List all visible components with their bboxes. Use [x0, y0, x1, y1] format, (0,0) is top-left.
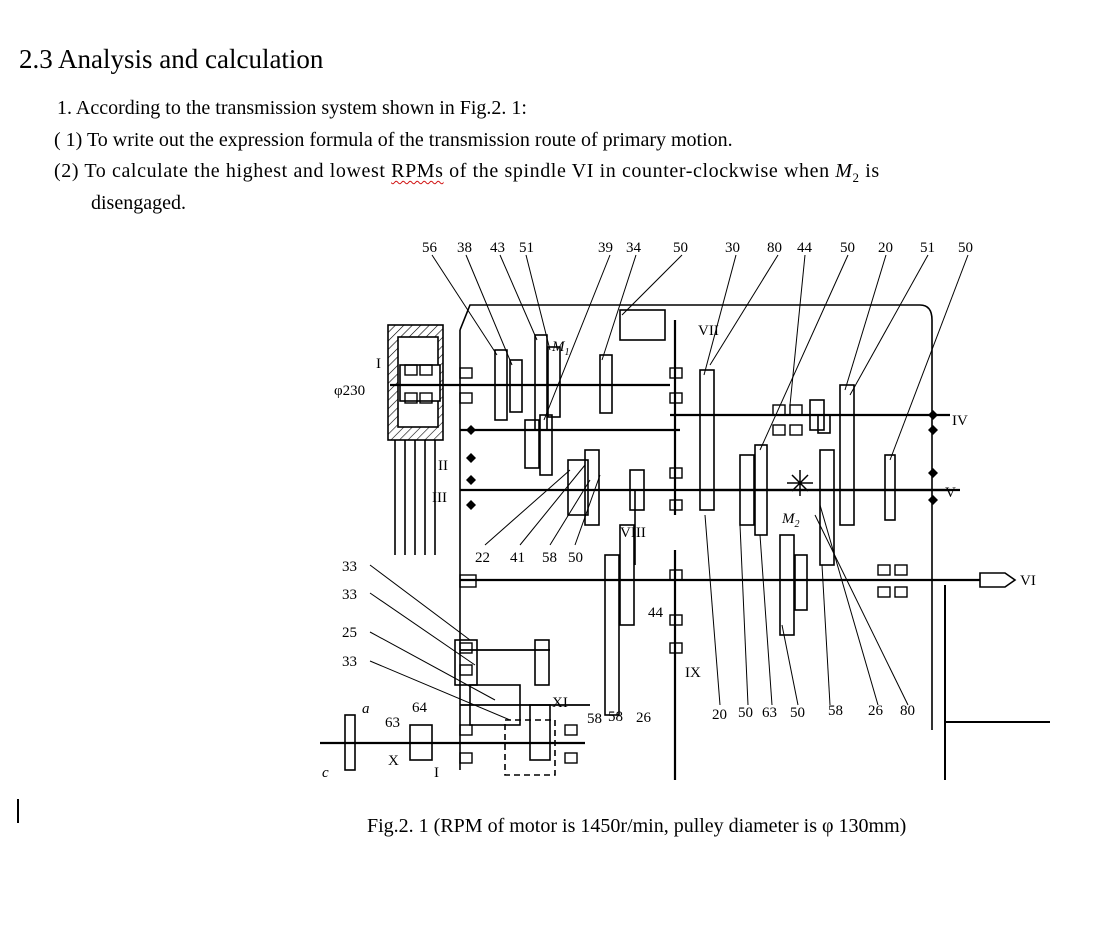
m2-symbol: M	[835, 160, 853, 182]
gear-label-top-0: 56	[422, 240, 438, 256]
gear-label-bottom-7: 63	[762, 705, 777, 721]
gear-label-top-3: 51	[519, 240, 534, 256]
gear-label-left-3: 33	[342, 654, 357, 670]
figure-caption: Fig.2. 1 (RPM of motor is 1450r/min, pul…	[367, 815, 907, 837]
gear-label-bottom-10: 26	[868, 703, 884, 719]
question-item-1-2: (2) To calculate the highest and lowest …	[54, 160, 880, 186]
shaft-label-VII: VII	[698, 323, 719, 339]
gear-label-top-5: 34	[626, 240, 642, 256]
gear-label-top-10: 50	[840, 240, 855, 256]
gear-label-bottom-0: 64	[412, 700, 428, 716]
top-gear-labels: 56 38 43 51 39 34 50 30 80 44 50 20 51 50	[422, 240, 973, 256]
clutch-M2-letter: M	[781, 511, 796, 527]
gear-label-bottom-6: 50	[738, 705, 753, 721]
gear-label-mid-0: 22	[475, 550, 490, 566]
bottom-gear-labels: 64 63 58 58 26 20 50 63 50 58 26 80	[385, 700, 915, 731]
question-item-1: 1. According to the transmission system …	[57, 97, 527, 119]
text-cursor	[17, 799, 19, 823]
clutch-M1-label: M1	[551, 339, 570, 358]
gear-label-top-11: 20	[878, 240, 893, 256]
clutch-M2-label: M2	[781, 511, 800, 530]
gear-label-bottom-11: 80	[900, 703, 915, 719]
gear-label-bottom-1: 63	[385, 715, 400, 731]
change-gear-a-label: a	[362, 701, 370, 717]
item-1-2-text-a: (2) To calculate the highest and lowest	[54, 160, 392, 182]
shaft-label-I-lower: I	[434, 765, 439, 781]
shaft-label-VIII: VIII	[620, 525, 646, 541]
gear-label-top-9: 44	[797, 240, 813, 256]
shaft-label-II: II	[438, 458, 448, 474]
gear-label-top-4: 39	[598, 240, 613, 256]
gear-label-left-0: 33	[342, 559, 357, 575]
gear-label-bottom-9: 58	[828, 703, 843, 719]
item-1-2-text-c: is	[859, 160, 880, 182]
gear-label-top-8: 80	[767, 240, 782, 256]
gear-label-bottom-3: 58	[608, 709, 623, 725]
shaft-label-IX: IX	[685, 665, 701, 681]
gear-label-top-1: 38	[457, 240, 472, 256]
shaft-label-I: I	[376, 356, 381, 372]
gear-label-mid-2: 58	[542, 550, 557, 566]
pulley-diameter-label: φ230	[334, 383, 365, 399]
shaft-label-XI: XI	[552, 695, 568, 711]
change-gear-c-label: c	[322, 765, 329, 781]
clutch-M2-sub: 2	[795, 519, 800, 530]
gear-label-mid-1: 41	[510, 550, 525, 566]
clutch-M1-letter: M	[551, 339, 566, 355]
shaft-label-VI: VI	[1020, 573, 1036, 589]
gear-label-top-6: 50	[673, 240, 688, 256]
gear-label-top-7: 30	[725, 240, 740, 256]
gear-label-bottom-8: 50	[790, 705, 805, 721]
left-gear-labels: 33 33 25 33	[342, 559, 357, 670]
item-1-2-text-b: of the spindle VI in counter-clockwise w…	[443, 160, 836, 182]
shaft-label-IV: IV	[952, 413, 968, 429]
shaft-label-III: III	[432, 490, 447, 506]
question-item-1-1: ( 1) To write out the expression formula…	[54, 129, 733, 151]
gear-label-left-2: 25	[342, 625, 357, 641]
shaft-label-V: V	[945, 485, 956, 501]
gear-label-top-12: 51	[920, 240, 935, 256]
gear-label-bottom-5: 20	[712, 707, 727, 723]
clutch-M1-sub: 1	[565, 347, 570, 358]
gear-label-mid-3: 50	[568, 550, 583, 566]
section-heading: 2.3 Analysis and calculation	[19, 44, 324, 74]
shaft-label-X: X	[388, 753, 399, 769]
gear-label-left-1: 33	[342, 587, 357, 603]
gear-label-bottom-4: 26	[636, 710, 652, 726]
spellcheck-flagged-word[interactable]: RPMs	[391, 160, 444, 182]
gear-label-bottom-2: 58	[587, 711, 602, 727]
mid-gear-labels: 22 41 58 50	[475, 550, 583, 566]
gear-label-top-13: 50	[958, 240, 973, 256]
gear-label-44: 44	[648, 605, 664, 621]
gear-label-top-2: 43	[490, 240, 505, 256]
transmission-system-diagram: 56 38 43 51 39 34 50 30 80 44 50 20 51 50 22 41 58 50 33…	[320, 240, 1050, 781]
m2-subscript: 2	[852, 170, 860, 185]
question-item-1-2-continued: disengaged.	[91, 192, 186, 214]
